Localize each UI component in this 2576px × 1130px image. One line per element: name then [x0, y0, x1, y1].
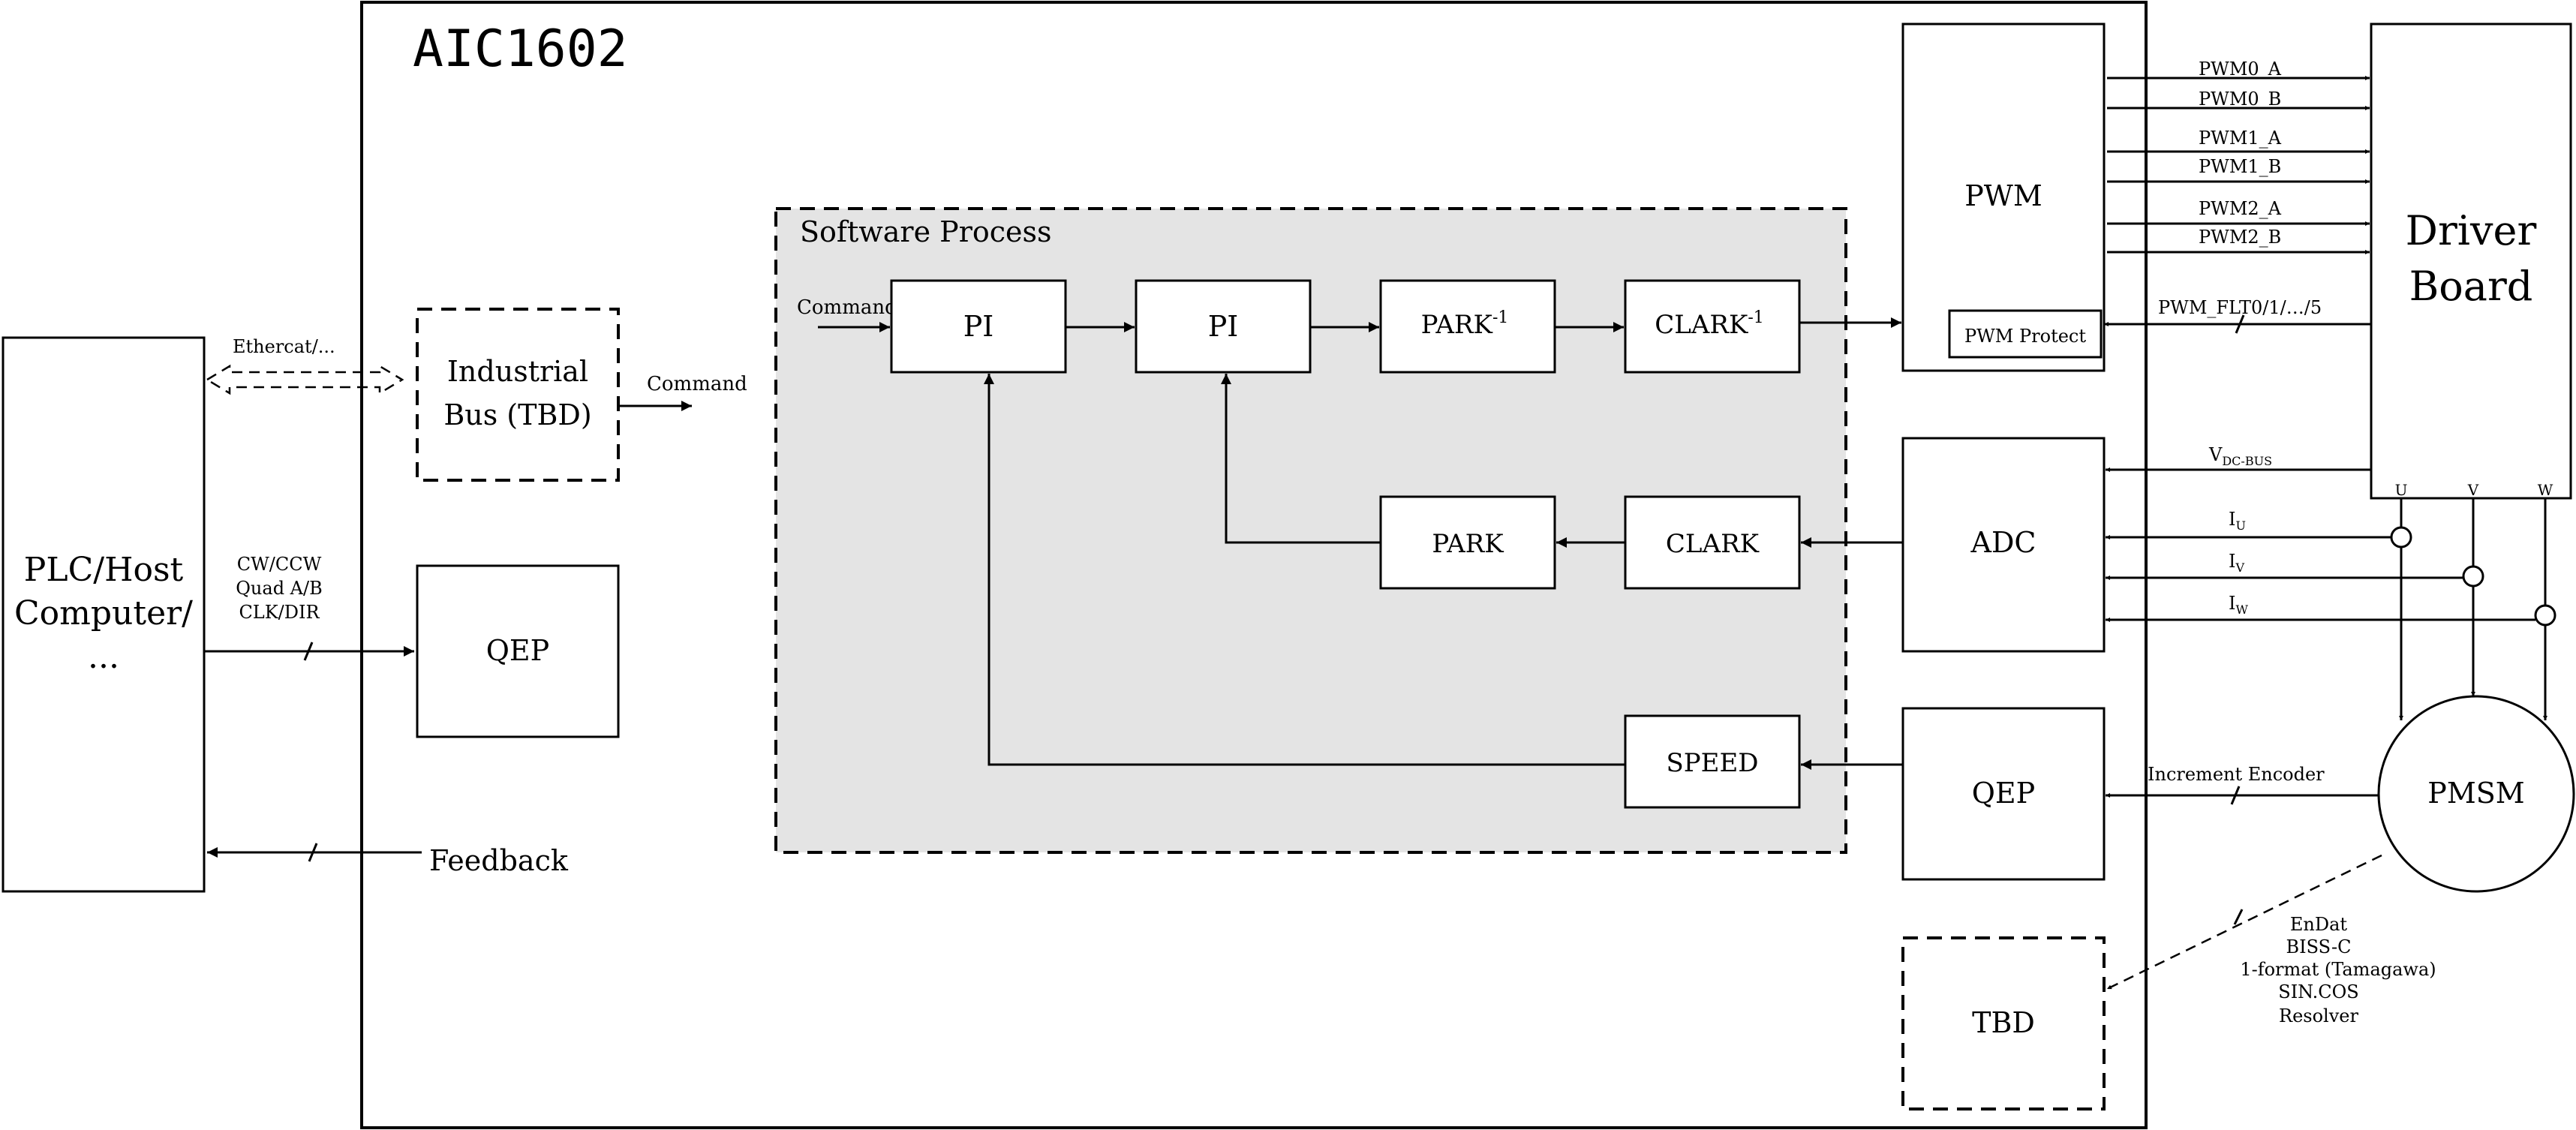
pwm-protect-label: PWM Protect [1964, 326, 2086, 347]
pwm-block: PWM PWM Protect [1901, 23, 2106, 372]
tbd-block: TBD [1901, 936, 2106, 1110]
host-label-line2: Computer/ [14, 594, 193, 633]
clark-label: CLARK [1666, 529, 1760, 559]
pmsm-label: PMSM [2427, 777, 2524, 810]
industrial-bus-block: Industrial Bus (TBD) [416, 308, 620, 482]
host-signal-1: Quad A/B [236, 578, 323, 599]
park-inverse-block: PARK-1 [1379, 279, 1556, 374]
increment-encoder-label: Increment Encoder [2148, 764, 2325, 785]
phase-label-v: V [2467, 481, 2479, 499]
bus-slash-mark [303, 642, 314, 661]
pwm-signal-3: PWM1_B [2199, 156, 2281, 177]
adc-label: ADC [1970, 526, 2036, 559]
industrial-bus-line2: Bus (TBD) [443, 398, 591, 431]
qep-right-block: QEP [1901, 707, 2106, 881]
pwm-signal-5: PWM2_B [2199, 227, 2281, 248]
pwm-fault-slash-mark [2235, 314, 2245, 334]
pwm-signal-0: PWM0_A [2199, 59, 2282, 80]
host-signal-0: CW/CCW [237, 554, 322, 575]
pi-1-label: PI [963, 310, 994, 343]
speed-label: SPEED [1666, 748, 1758, 778]
phase-label-u: U [2395, 481, 2408, 499]
phase-wires [2399, 498, 2547, 720]
pwm-fault-label: PWM_FLT0/1/…/5 [2158, 297, 2322, 318]
iv-label: IV [2229, 551, 2244, 575]
pi-2-label: PI [1208, 310, 1239, 343]
vdc-bus-label: VDC-BUS [2208, 444, 2272, 468]
chip-title: AIC1602 [413, 20, 628, 79]
encoder-protocols: EnDat BISS-C 1-format (Tamagawa) SIN.COS… [2240, 914, 2436, 1026]
driver-board-line1: Driver [2406, 207, 2537, 254]
pi-block-2: PI [1135, 279, 1312, 374]
encoder-protocol-4: Resolver [2279, 1005, 2358, 1026]
software-command-label: Command [797, 296, 897, 319]
park-block: PARK [1379, 495, 1556, 590]
phase-label-w: W [2538, 481, 2553, 499]
speed-block: SPEED [1624, 714, 1801, 809]
iu-label: IU [2229, 509, 2246, 533]
park-to-pi2-feedback-arrow [1221, 374, 1381, 544]
feedback-label: Feedback [429, 844, 569, 877]
adc-block: ADC [1901, 437, 2106, 653]
ethercat-label: Ethercat/... [233, 336, 335, 357]
industrial-bus-line1: Industrial [447, 355, 588, 388]
encoder-protocol-2: 1-format (Tamagawa) [2240, 959, 2436, 980]
host-label-line1: PLC/Host [24, 551, 184, 589]
driver-board-line2: Board [2409, 263, 2533, 310]
park-inverse-label: PARK-1 [1421, 308, 1509, 340]
pwm-signal-1: PWM0_B [2199, 89, 2281, 110]
pwm-label: PWM [1964, 179, 2042, 212]
host-signal-2: CLK/DIR [239, 602, 320, 623]
clark-inverse-label: CLARK-1 [1655, 308, 1764, 340]
tbd-label: TBD [1972, 1006, 2035, 1039]
absolute-encoder-slash-mark [2233, 909, 2244, 925]
encoder-protocol-0: EnDat [2290, 914, 2348, 935]
qep-right-label: QEP [1972, 777, 2035, 810]
pi-block-1: PI [890, 279, 1067, 374]
encoder-protocol-1: BISS-C [2286, 936, 2352, 957]
clark-inverse-block: CLARK-1 [1624, 279, 1801, 374]
iw-label: IW [2229, 593, 2248, 617]
host-computer-block: PLC/Host Computer/ ... [2, 336, 206, 893]
pwm-signal-2: PWM1_A [2199, 128, 2282, 149]
speed-to-pi1-feedback-arrow [984, 374, 1625, 766]
feedback-slash-mark [308, 843, 318, 862]
pmsm-motor: PMSM [2377, 695, 2575, 893]
host-label-line3: ... [88, 638, 119, 676]
pwm-signal-lines [2107, 76, 2370, 254]
qep-left-label: QEP [486, 634, 549, 667]
driver-board-block: Driver Board U V W [2370, 23, 2572, 500]
ethercat-link: Ethercat/... [205, 336, 404, 395]
industrial-command-label: Command [647, 373, 747, 395]
aic1602-chip: AIC1602 [360, 1, 2148, 1129]
encoder-slash-mark [2230, 786, 2241, 805]
encoder-protocol-3: SIN.COS [2278, 981, 2359, 1002]
pwm-signal-4: PWM2_A [2199, 198, 2282, 219]
park-label: PARK [1432, 529, 1504, 559]
qep-left-block: QEP [416, 564, 620, 738]
software-process-title: Software Process [800, 215, 1052, 248]
clark-block: CLARK [1624, 495, 1801, 590]
